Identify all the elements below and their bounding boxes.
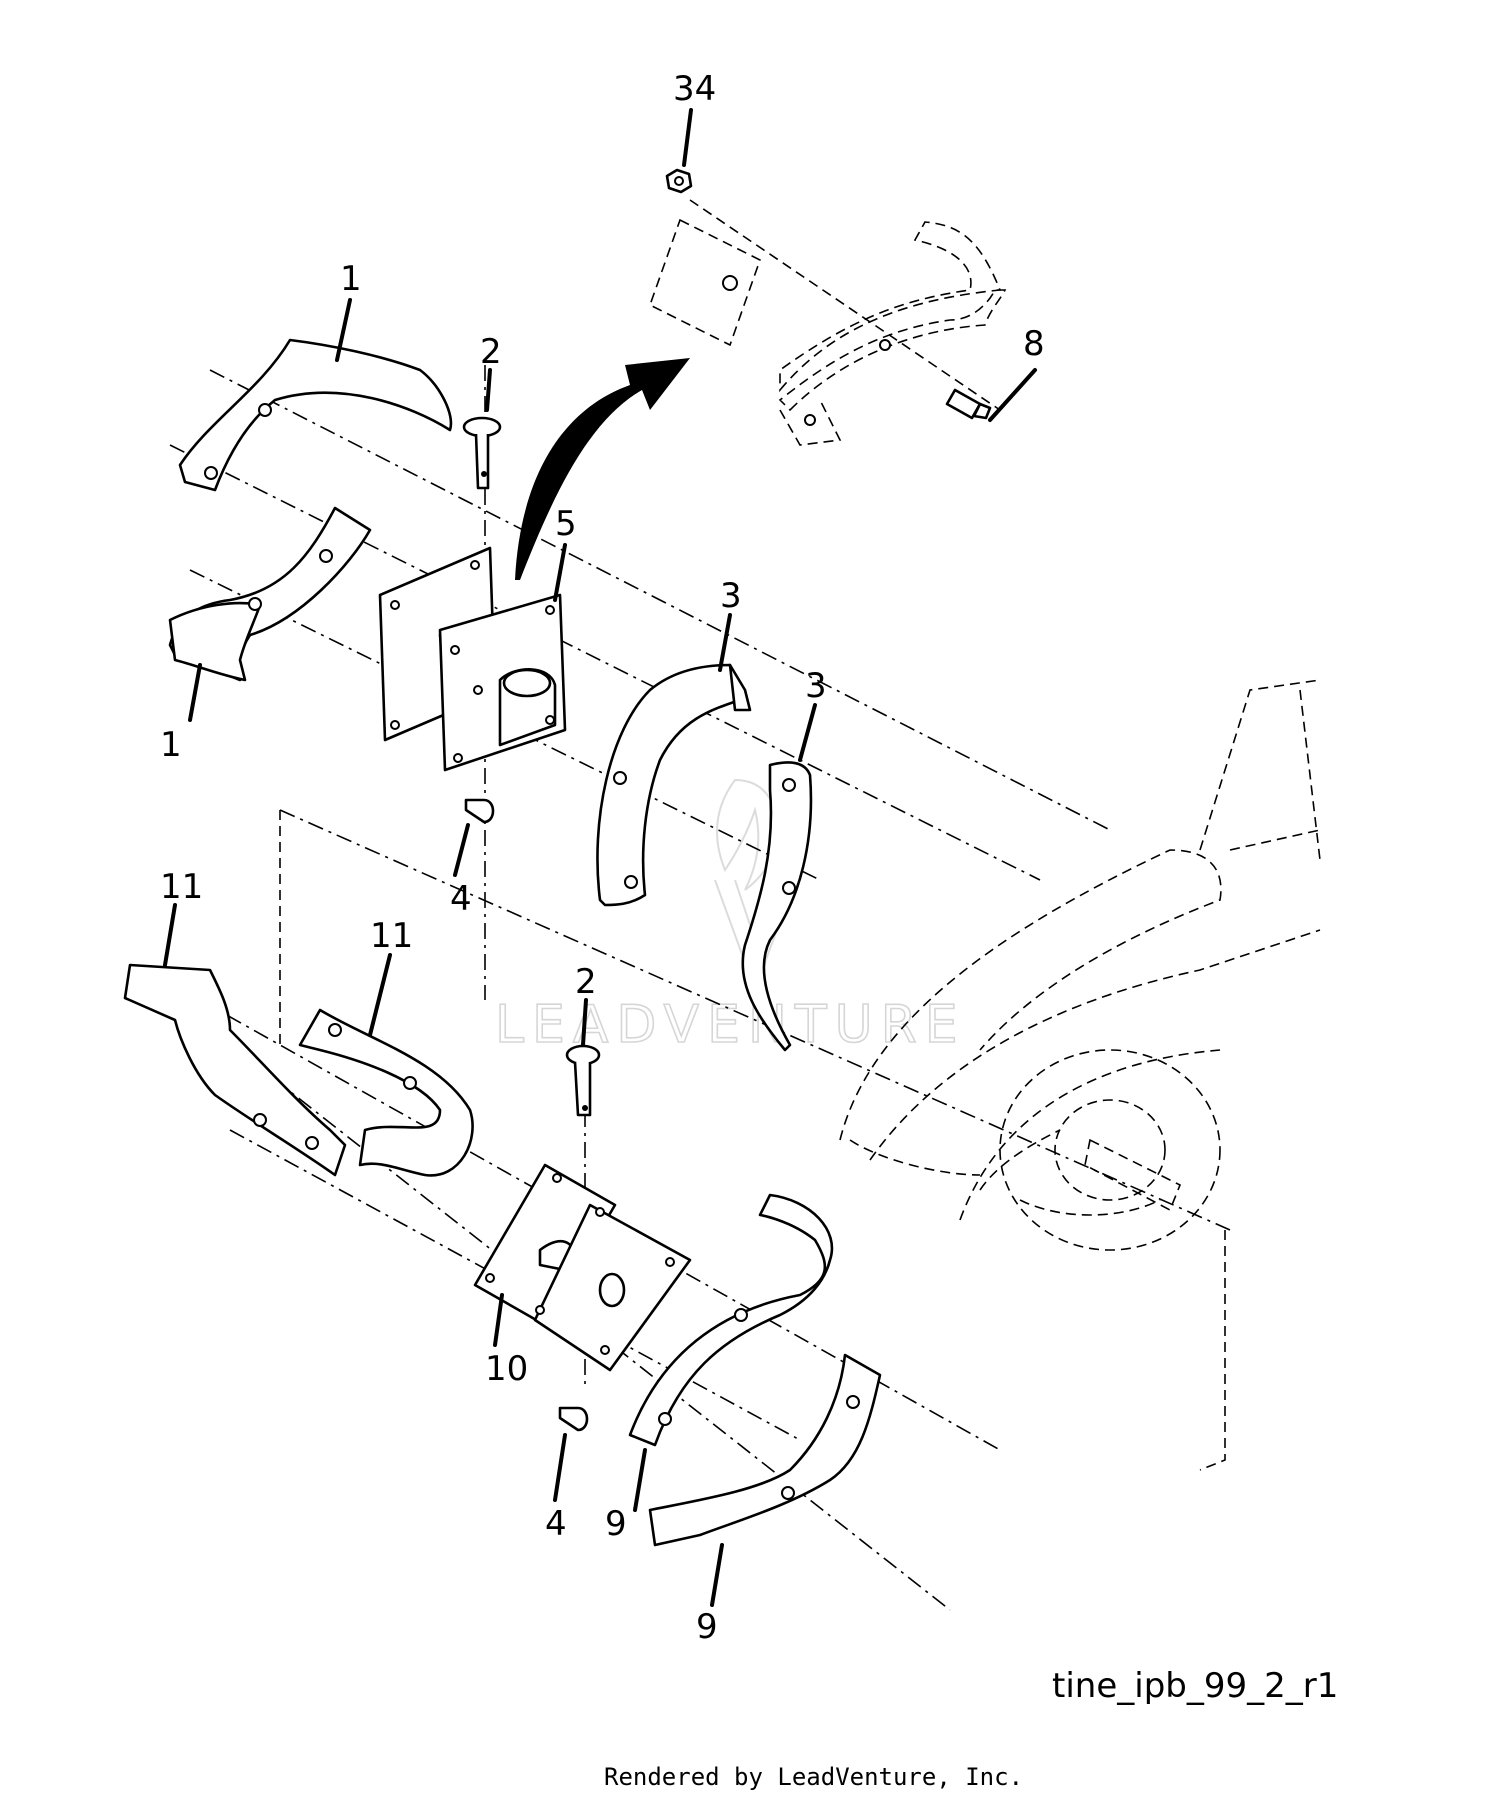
axis-lines — [169, 199, 1231, 1611]
callout-2-upper: 2 — [480, 332, 502, 372]
part-10-hub-lower — [473, 1163, 692, 1372]
part-9-tine-upper — [628, 1193, 834, 1447]
callout-34: 34 — [673, 69, 716, 109]
tiller-housing-outline — [839, 679, 1321, 1251]
part-3-tine-left — [596, 663, 752, 907]
part-1-tine-upper — [178, 338, 453, 492]
inset-tine-detail — [649, 218, 1007, 446]
part-2-clevis-pin-upper — [462, 416, 502, 490]
part-11-tine-right — [298, 1008, 474, 1177]
render-credit: Rendered by LeadVenture, Inc. — [604, 1763, 1023, 1791]
part-4-hairpin-upper — [464, 798, 495, 824]
leadventure-watermark: LEADVENTURE — [494, 778, 966, 1056]
callout-9-upper: 9 — [605, 1504, 627, 1544]
callout-11-left: 11 — [160, 867, 203, 907]
part-11-tine-left — [123, 963, 347, 1177]
relocation-arrow — [515, 358, 690, 580]
callout-labels: 34 1 2 8 5 1 3 3 4 11 11 2 10 4 9 9 — [160, 69, 1045, 1647]
callout-leaders — [163, 108, 1037, 1607]
callout-1-upper: 1 — [340, 259, 362, 299]
part-8-bolt — [945, 388, 992, 420]
diagram-code: tine_ipb_99_2_r1 — [1052, 1666, 1338, 1706]
callout-3-right: 3 — [805, 666, 827, 706]
callout-8: 8 — [1023, 324, 1045, 364]
watermark-text: LEADVENTURE — [495, 995, 966, 1055]
callout-4-lower: 4 — [545, 1504, 567, 1544]
callout-11-right: 11 — [370, 916, 413, 956]
callout-10: 10 — [485, 1349, 528, 1389]
part-9-tine-lower — [648, 1353, 882, 1547]
part-2-clevis-pin-lower — [565, 1044, 601, 1117]
part-3-tine-right — [741, 761, 813, 1052]
part-4-hairpin-lower — [558, 1406, 589, 1432]
part-34-nut — [665, 168, 693, 194]
callout-9-lower: 9 — [696, 1607, 718, 1647]
callout-2-lower: 2 — [575, 962, 597, 1002]
part-5-hub-upper — [378, 546, 567, 772]
part-1-tine-lower — [168, 506, 372, 682]
callout-5: 5 — [555, 504, 577, 544]
callout-4-upper: 4 — [450, 879, 472, 919]
callout-1-lower: 1 — [160, 725, 182, 765]
callout-3-left: 3 — [720, 576, 742, 616]
